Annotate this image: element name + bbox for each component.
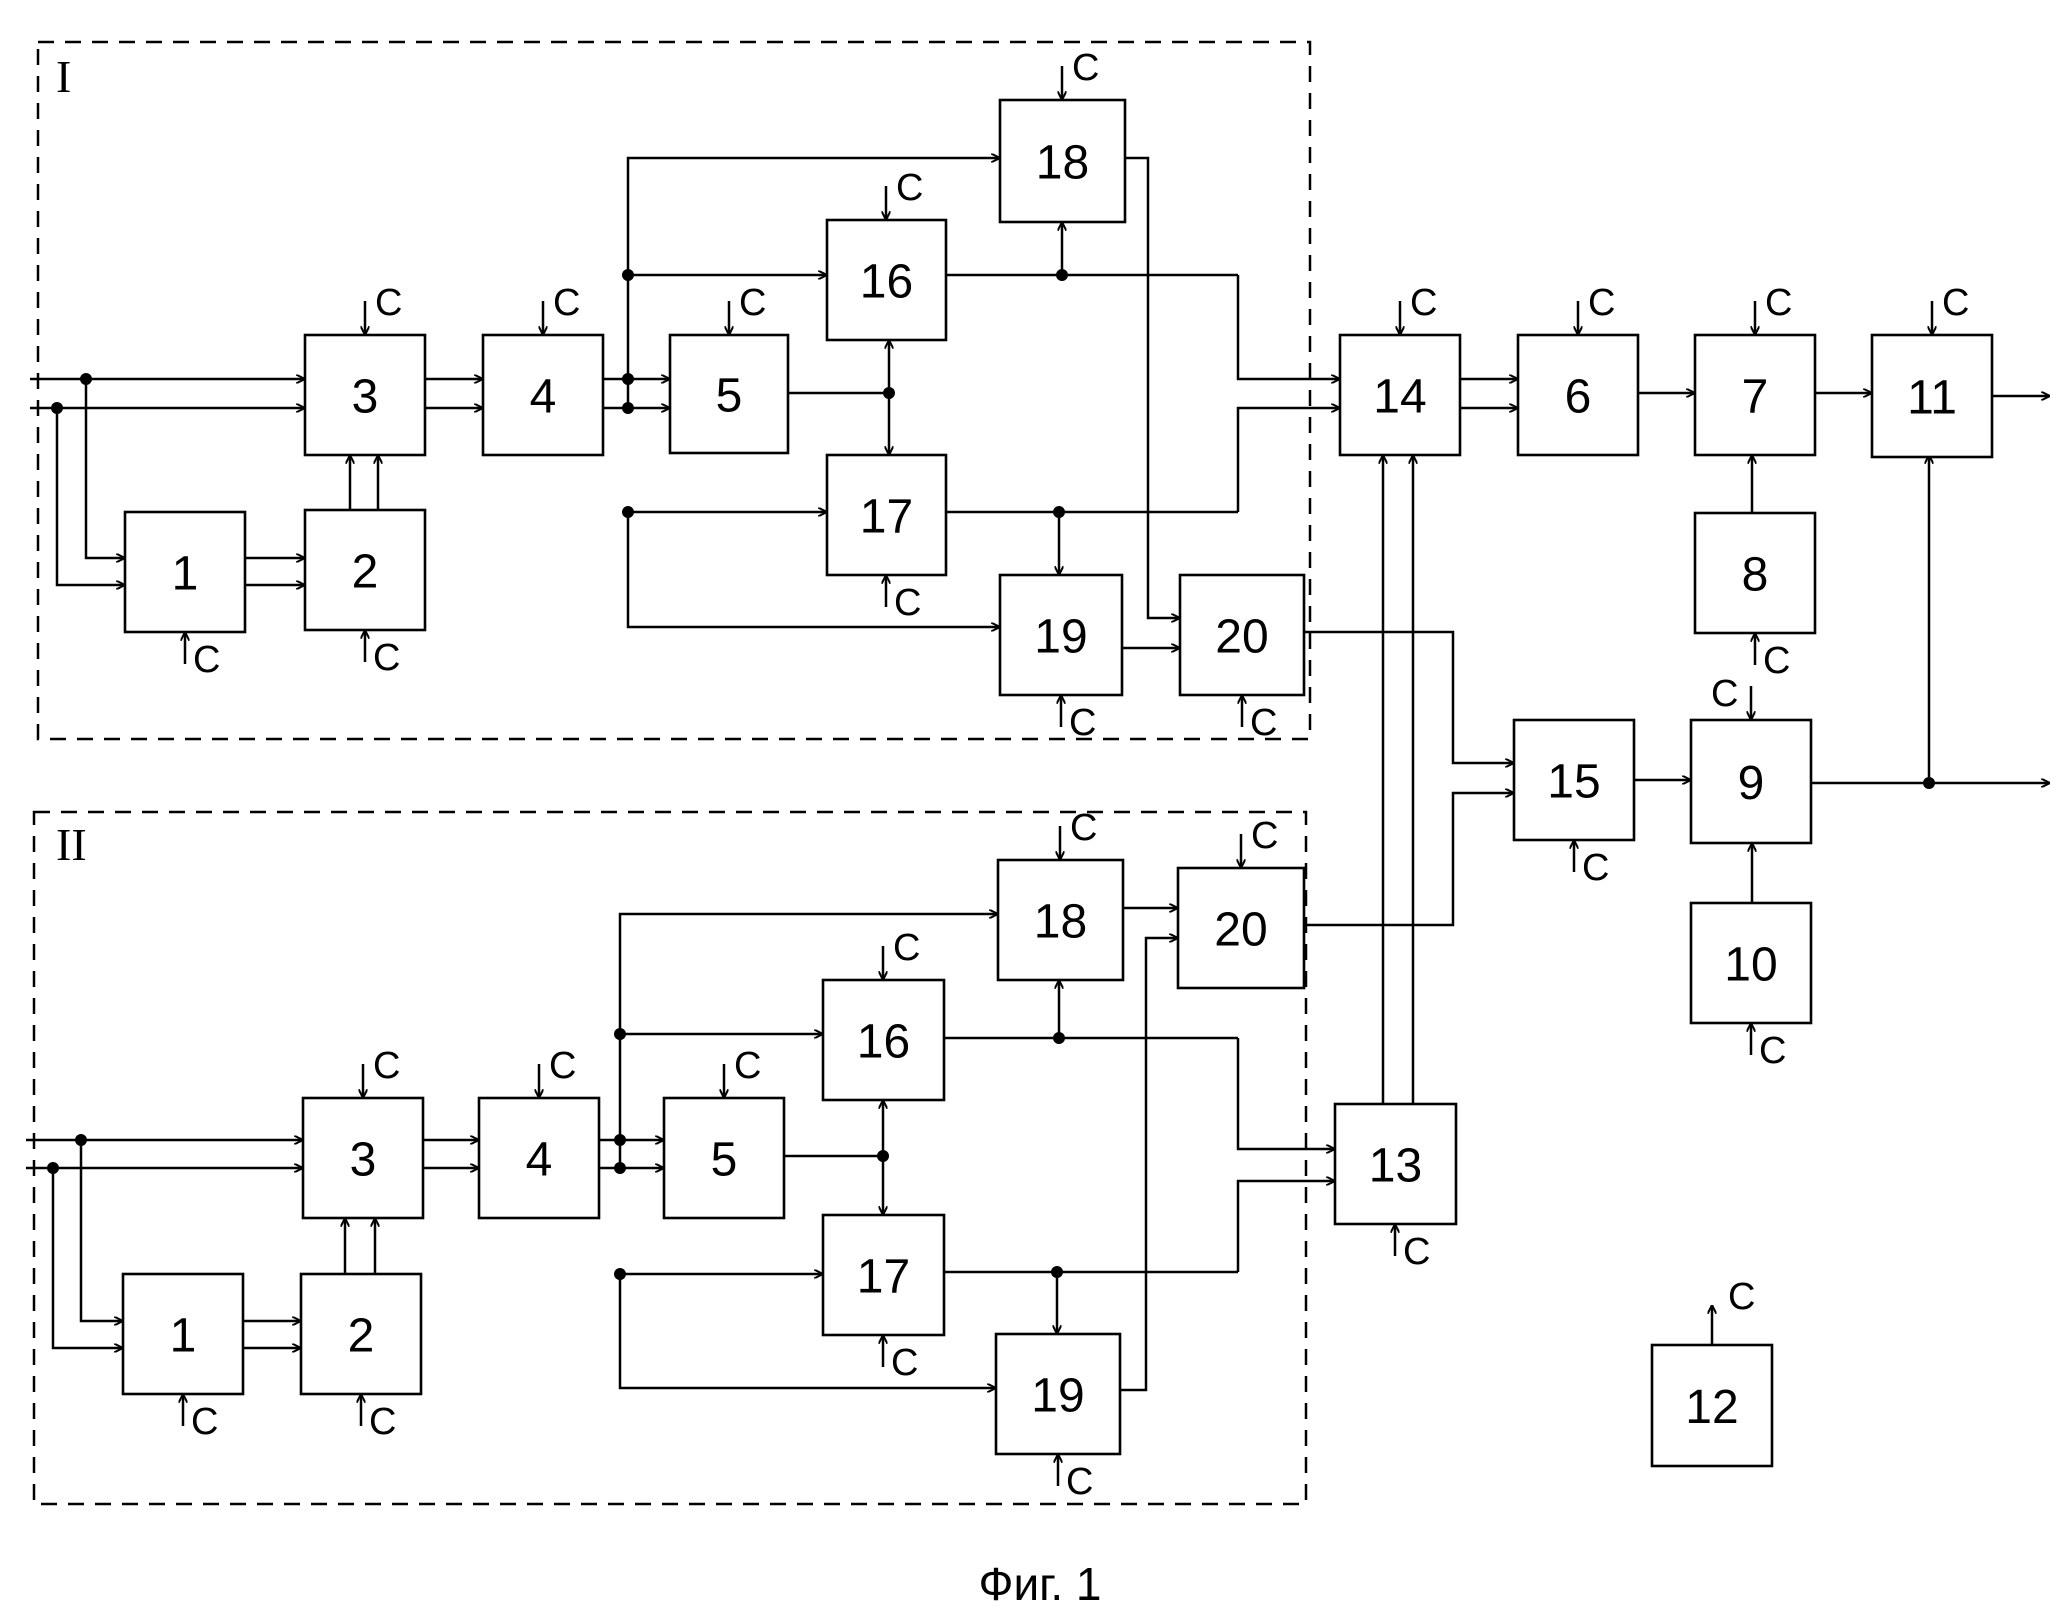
block-lower-16: 16 <box>823 980 944 1100</box>
block-number: 3 <box>350 1134 377 1187</box>
block-shared-15: 15 <box>1514 720 1634 840</box>
block-number: 12 <box>1685 1381 1738 1434</box>
block-number: 18 <box>1036 137 1089 190</box>
block-lower-3: 3 <box>303 1098 423 1218</box>
block-shared-14: 14 <box>1340 335 1460 455</box>
block-upper-3: 3 <box>305 335 425 455</box>
clock-label: С <box>375 282 402 324</box>
block-shared-10: 10 <box>1691 903 1811 1023</box>
block-upper-20: 20 <box>1180 575 1304 695</box>
clock-label: С <box>1588 282 1615 324</box>
clock-label: С <box>369 1401 396 1443</box>
clock-label: С <box>739 282 766 324</box>
clock-label: С <box>1250 702 1277 744</box>
block-number: 19 <box>1034 611 1087 664</box>
block-upper-2: 2 <box>305 510 425 630</box>
clock-label: С <box>1070 807 1097 849</box>
clock-label: С <box>734 1045 761 1087</box>
block-number: 11 <box>1907 372 1957 425</box>
block-upper-17: 17 <box>827 455 946 575</box>
block-number: 1 <box>170 1310 197 1363</box>
block-number: 15 <box>1547 756 1600 809</box>
block-shared-9: 9 <box>1691 720 1811 843</box>
block-number: 13 <box>1369 1140 1422 1193</box>
figure-caption: Фиг. 1 <box>979 1558 1102 1610</box>
block-upper-5: 5 <box>670 335 788 453</box>
block-number: 20 <box>1214 904 1267 957</box>
clock-label: С <box>1711 673 1738 715</box>
wires-shared <box>1304 379 2050 1104</box>
clock-label: С <box>1759 1030 1786 1072</box>
block-number: 5 <box>711 1134 738 1187</box>
clock-label: С <box>891 1342 918 1384</box>
block-number: 14 <box>1373 371 1426 424</box>
clock-label: С <box>1403 1231 1430 1273</box>
clock-label: С <box>373 637 400 679</box>
block-upper-4: 4 <box>483 335 603 455</box>
block-number: 16 <box>857 1016 910 1069</box>
clock-label: С <box>1072 47 1099 89</box>
block-number: 2 <box>348 1310 375 1363</box>
block-shared-7: 7 <box>1695 335 1815 455</box>
block-number: 17 <box>857 1251 910 1304</box>
clock-label: С <box>1251 815 1278 857</box>
block-shared-11: 11 <box>1872 335 1992 457</box>
blocks: 1234516171819201234516171819206789101112… <box>123 100 1992 1466</box>
block-number: 18 <box>1034 896 1087 949</box>
block-lower-19: 19 <box>996 1334 1120 1454</box>
clock-label: С <box>893 927 920 969</box>
clock-label: С <box>1066 1461 1093 1503</box>
block-upper-18: 18 <box>1000 100 1125 222</box>
block-shared-8: 8 <box>1695 513 1815 633</box>
block-lower-20: 20 <box>1178 868 1304 988</box>
clock-label: С <box>553 282 580 324</box>
block-lower-4: 4 <box>479 1098 599 1218</box>
block-number: 10 <box>1724 939 1777 992</box>
block-shared-13: 13 <box>1335 1104 1456 1224</box>
clock-label: С <box>1765 282 1792 324</box>
group-label-lower: II <box>56 819 87 870</box>
block-shared-6: 6 <box>1518 335 1638 455</box>
block-number: 2 <box>352 546 379 599</box>
block-number: 20 <box>1215 611 1268 664</box>
block-lower-5: 5 <box>664 1098 784 1218</box>
clock-label: С <box>1582 847 1609 889</box>
block-number: 1 <box>172 548 199 601</box>
clock-label: С <box>896 167 923 209</box>
clock-label: С <box>191 1401 218 1443</box>
block-upper-19: 19 <box>1000 575 1122 695</box>
clock-label: С <box>1728 1276 1755 1318</box>
block-lower-1: 1 <box>123 1274 243 1394</box>
block-number: 8 <box>1742 549 1769 602</box>
clock-label: С <box>1763 640 1790 682</box>
block-upper-16: 16 <box>827 220 946 340</box>
block-upper-1: 1 <box>125 512 245 632</box>
block-lower-2: 2 <box>301 1274 421 1394</box>
block-number: 6 <box>1565 371 1592 424</box>
block-lower-17: 17 <box>823 1215 944 1335</box>
block-number: 4 <box>530 371 557 424</box>
block-number: 19 <box>1031 1370 1084 1423</box>
block-number: 7 <box>1742 371 1769 424</box>
clock-label: С <box>1942 282 1969 324</box>
clock-label: С <box>894 582 921 624</box>
block-number: 17 <box>860 491 913 544</box>
block-number: 5 <box>716 370 743 423</box>
clock-label: С <box>549 1045 576 1087</box>
clock-label: С <box>373 1045 400 1087</box>
clock-label: С <box>1069 702 1096 744</box>
clock-label: С <box>1410 282 1437 324</box>
block-shared-12: 12 <box>1652 1345 1772 1466</box>
block-number: 9 <box>1738 757 1765 810</box>
group-label-upper: I <box>56 51 71 102</box>
block-number: 3 <box>352 371 379 424</box>
block-lower-18: 18 <box>998 860 1123 980</box>
clock-label: С <box>193 639 220 681</box>
block-number: 4 <box>526 1134 553 1187</box>
block-number: 16 <box>860 256 913 309</box>
